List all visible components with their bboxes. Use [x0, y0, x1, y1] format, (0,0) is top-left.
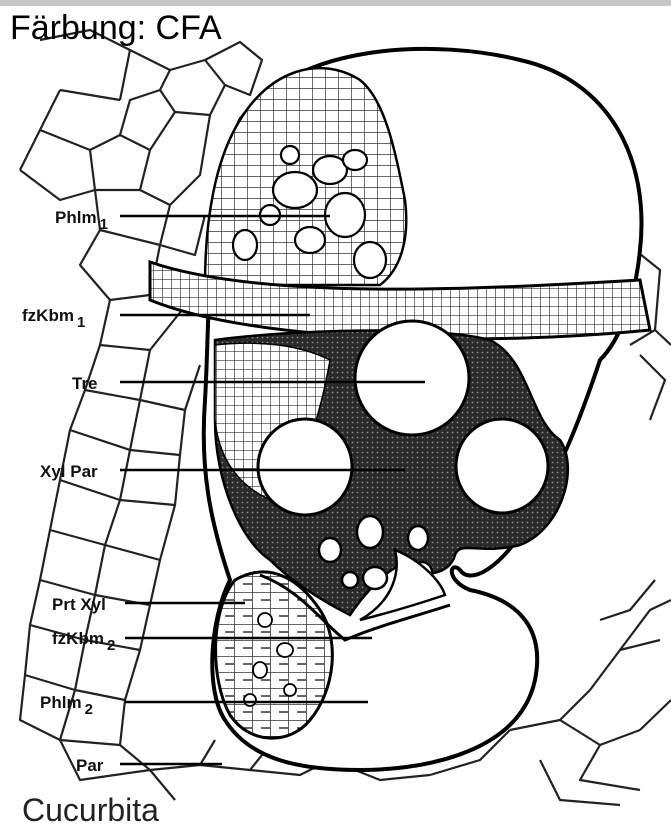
right-trachea [456, 419, 548, 513]
label-par: Par [76, 756, 104, 775]
plant-caption: Cucurbita [22, 790, 159, 830]
label-tre: Tre [72, 374, 98, 393]
label-prtxyl: Prt Xyl [52, 595, 106, 614]
label-xylpar: Xyl Par [40, 462, 98, 481]
staining-title: Färbung: CFA [10, 6, 222, 50]
left-trachea [258, 419, 352, 515]
large-trachea [355, 321, 469, 435]
